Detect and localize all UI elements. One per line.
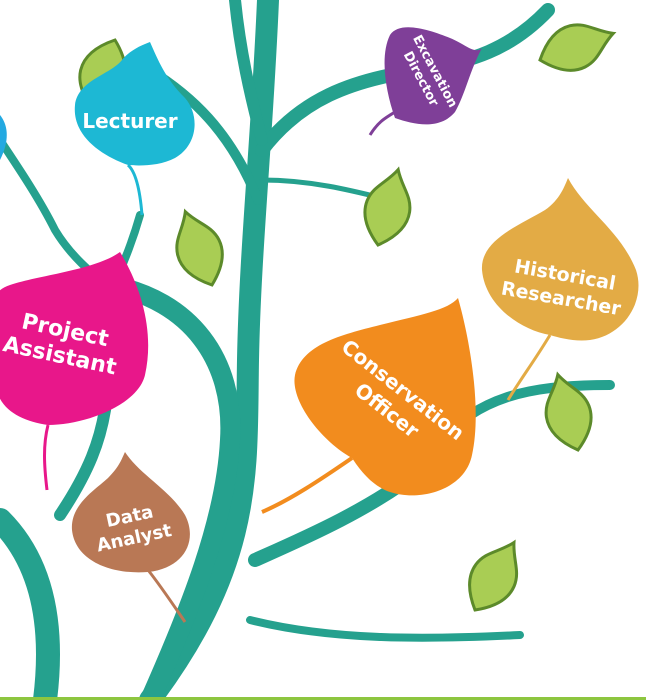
leaf-lecturer[interactable]: Lecturer [74, 42, 195, 216]
branch-top-left [229, 0, 268, 146]
leaf-historical-researcher[interactable]: Historical Researcher [481, 178, 639, 401]
leaf-data-analyst[interactable]: Data Analyst [71, 452, 190, 623]
branch-data-analyst [54, 404, 111, 521]
leaf-project-assistant[interactable]: Project Assistant [0, 252, 149, 491]
trunk-left [0, 508, 60, 700]
green-leaf-left-mid [162, 202, 235, 295]
trunk-center [100, 275, 241, 700]
green-leaf-bottom-right [454, 529, 535, 623]
leaf-conservation-officer[interactable]: Conservation Officer [261, 298, 476, 514]
leaf-excavation-director[interactable]: Excavation Director [368, 27, 482, 136]
lecturer-label: Lecturer [82, 109, 177, 133]
green-leaf-mid [355, 162, 422, 253]
green-leaf-top-right [530, 10, 623, 83]
offscreen-blue-leaf [0, 115, 7, 160]
branch-bottom-right [246, 616, 524, 642]
bottom-edge-strip [0, 697, 646, 700]
